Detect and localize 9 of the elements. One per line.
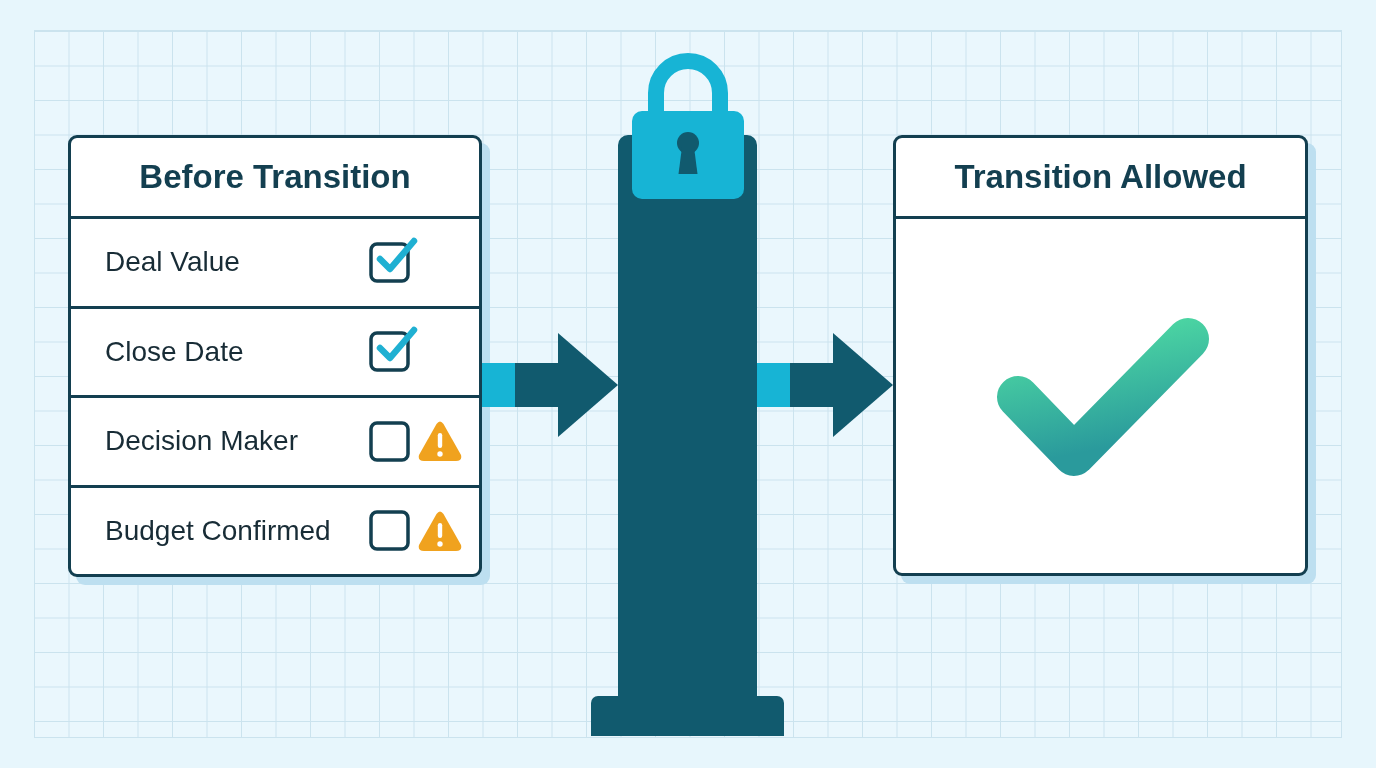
pillar-base [591, 696, 784, 736]
panel-title: Before Transition [139, 158, 411, 196]
arrow [757, 333, 893, 437]
panel-title: Transition Allowed [954, 158, 1247, 196]
arrow [482, 333, 618, 437]
row-label: Close Date [105, 335, 244, 368]
row-label: Deal Value [105, 246, 240, 279]
row-label: Budget Confirmed [105, 514, 331, 547]
row-label: Decision Maker [105, 425, 298, 458]
